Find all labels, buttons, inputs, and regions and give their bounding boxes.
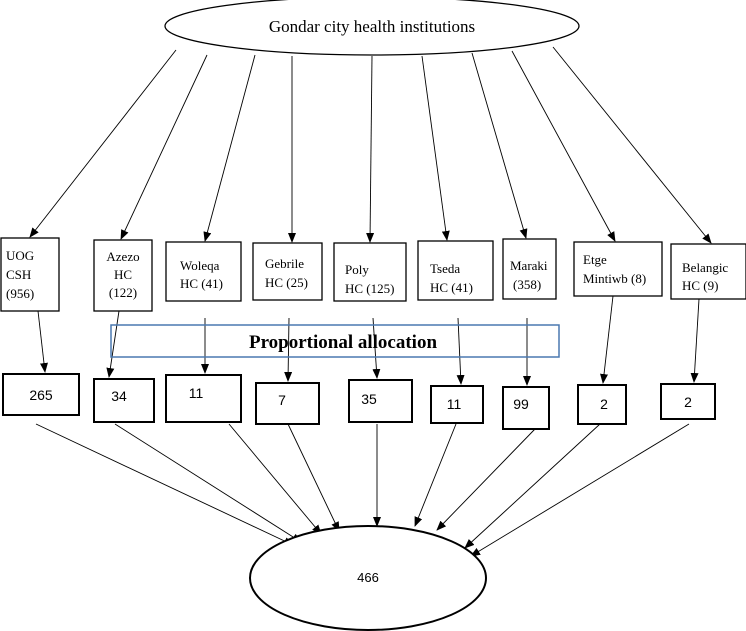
sample-value: 7	[278, 392, 286, 408]
sample-value: 34	[111, 388, 127, 404]
source-label: Gondar city health institutions	[269, 17, 475, 36]
institution-box: Poly HC (125)	[333, 242, 407, 302]
sample-box: 2	[577, 384, 627, 425]
institution-name: HC (41)	[180, 276, 223, 291]
institution-box: Woleqa HC (41)	[165, 241, 242, 302]
institution-name: CSH	[6, 267, 31, 282]
sample-box: 34	[93, 378, 155, 423]
institution-count: (956)	[6, 286, 34, 301]
institution-name: HC (125)	[345, 281, 394, 296]
sample-value: 99	[513, 396, 529, 412]
institution-to-sample-arrows	[37, 295, 700, 386]
arrow-11-total	[228, 423, 322, 535]
sample-box: 35	[348, 379, 413, 423]
sample-box: 11	[430, 385, 484, 424]
sample-value: 265	[29, 387, 53, 403]
institution-box: Maraki (358)	[502, 238, 557, 300]
allocation-label: Proportional allocation	[249, 332, 437, 353]
sample-box: 7	[255, 382, 320, 425]
institution-name: Gebrile	[265, 256, 304, 271]
total-label: 466	[357, 570, 379, 585]
institution-name: HC (25)	[265, 275, 308, 290]
institution-name: Poly	[345, 262, 369, 277]
sample-value: 11	[447, 396, 462, 412]
arrow-34-total	[114, 423, 302, 543]
institution-name: Woleqa	[180, 258, 220, 273]
arrow-gebrile-sample	[284, 317, 293, 382]
arrow-to-maraki	[471, 52, 528, 239]
institution-box: Gebrile HC (25)	[252, 242, 323, 301]
institution-name: Tseda	[430, 261, 460, 276]
arrow-to-poly	[366, 55, 375, 243]
arrow-2-total	[464, 423, 601, 549]
arrow-to-woleqa	[203, 54, 256, 242]
arrow-265-total	[35, 423, 294, 546]
arrow-to-etge	[511, 50, 616, 242]
sample-to-total-arrows	[35, 423, 690, 557]
sample-value: 11	[189, 385, 204, 401]
institution-name: Azezo	[106, 249, 139, 264]
arrow-2b-total	[470, 423, 690, 557]
arrow-belangic-sample	[690, 298, 700, 383]
sample-box: 11	[165, 374, 242, 423]
institution-box: Belangic HC (9)	[670, 243, 746, 300]
sample-value: 2	[684, 394, 692, 410]
institution-name: HC (41)	[430, 280, 473, 295]
institution-box: UOG CSH (956)	[0, 237, 60, 312]
institution-name: Belangic	[682, 260, 728, 275]
sample-value: 2	[600, 396, 608, 412]
arrow-to-belangic	[552, 46, 712, 244]
arrow-tseda-sample	[456, 317, 465, 385]
arrow-to-tseda	[421, 55, 450, 241]
sample-boxes: 265 34 11 7 35 11 99 2	[2, 373, 716, 430]
arrow-azezo-sample	[106, 310, 120, 378]
institution-count: (122)	[109, 285, 137, 300]
institution-name: UOG	[6, 248, 34, 263]
total-node: 466	[249, 525, 487, 631]
arrow-to-uog	[29, 49, 177, 238]
arrow-11b-total	[414, 423, 457, 527]
institution-name: Mintiwb (8)	[583, 271, 646, 286]
institution-name: HC	[114, 267, 132, 282]
arrow-poly-sample	[372, 317, 381, 379]
allocation-band: Proportional allocation	[110, 324, 560, 358]
institution-box: Tseda HC (41)	[417, 240, 494, 301]
arrow-etge-sample	[600, 295, 614, 384]
arrow-99-total	[436, 428, 536, 531]
source-node: Gondar city health institutions	[164, 0, 580, 56]
sample-box: 2	[660, 383, 716, 420]
arrow-to-azezo	[120, 54, 208, 240]
institution-boxes: UOG CSH (956) Azezo HC (122) Woleqa HC (…	[0, 237, 746, 312]
source-to-institution-arrows	[29, 46, 712, 244]
sample-value: 35	[361, 391, 377, 407]
arrow-uog-sample	[37, 310, 48, 373]
institution-box: Etge Mintiwb (8)	[573, 241, 663, 297]
institution-name: (358)	[513, 277, 541, 292]
institution-box: Azezo HC (122)	[93, 239, 153, 312]
arrow-7-total	[287, 423, 340, 532]
institution-name: HC (9)	[682, 278, 718, 293]
sample-box: 265	[2, 373, 80, 416]
institution-name: Etge	[583, 252, 607, 267]
institution-name: Maraki	[510, 258, 548, 273]
sample-box: 99	[502, 386, 550, 430]
